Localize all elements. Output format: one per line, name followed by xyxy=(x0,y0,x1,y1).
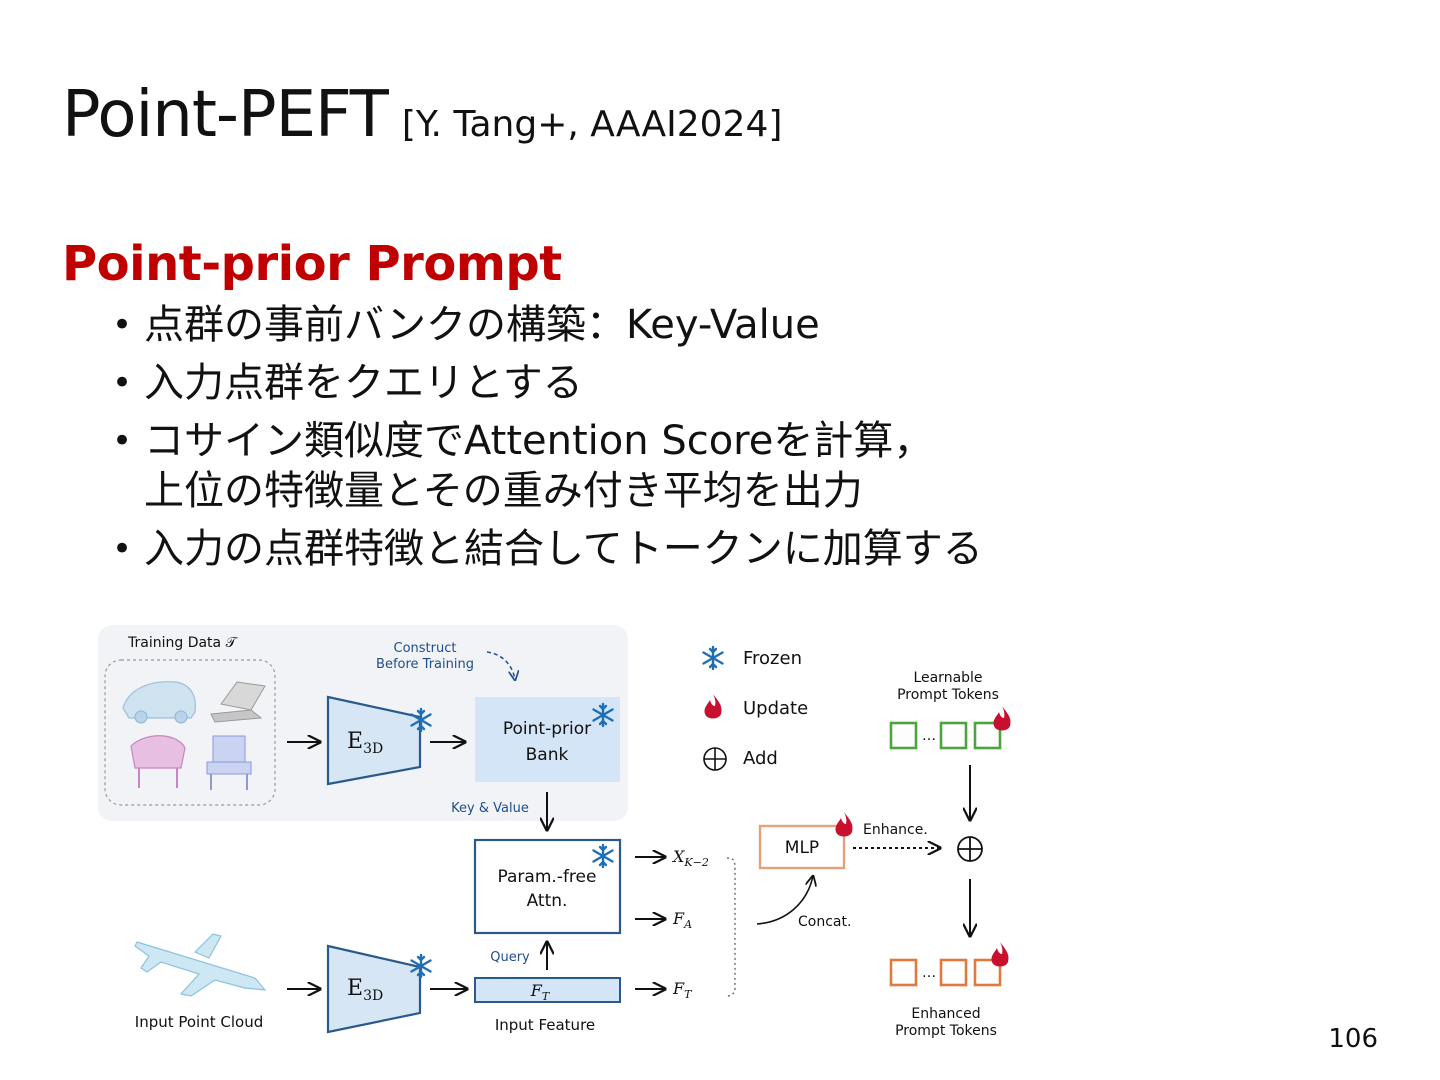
legend-add-label: Add xyxy=(743,748,778,769)
piano-pointcloud-icon xyxy=(130,735,186,788)
legend-add-icon xyxy=(703,747,727,771)
bullet-dot-icon: • xyxy=(112,421,133,461)
input-feature-symbol: FT xyxy=(530,981,551,1003)
bullet-item: • コサイン類似度でAttention Scoreを計算， 上位の特徴量とその重… xyxy=(112,416,1212,516)
bank-label-2: Bank xyxy=(526,745,569,765)
input-point-cloud-label: Input Point Cloud xyxy=(135,1013,263,1031)
output-fa-symbol: FA xyxy=(672,909,692,931)
param-free-attention-box xyxy=(473,838,622,935)
enhanced-token xyxy=(889,958,918,987)
key-value-label: Key & Value xyxy=(451,801,529,816)
learnable-token xyxy=(973,721,1002,750)
enhanced-token xyxy=(973,958,1002,987)
construct-label: Construct xyxy=(394,641,457,656)
query-label: Query xyxy=(490,950,530,965)
attn-label-2: Attn. xyxy=(527,891,568,911)
bank-label: Point-prior xyxy=(503,719,591,739)
input-feature-bar xyxy=(474,977,621,1003)
learnable-label-2: Prompt Tokens xyxy=(897,687,999,703)
legend-flame-icon xyxy=(704,694,722,719)
title-main: Point-PEFT xyxy=(62,78,389,152)
flame-icon xyxy=(993,706,1011,731)
page-number: 106 xyxy=(1328,1024,1378,1054)
learnable-token xyxy=(939,721,968,750)
mlp-label: MLP xyxy=(785,838,819,858)
bullet-text: 入力点群をクエリとする xyxy=(144,360,583,406)
section-heading: Point-prior Prompt xyxy=(62,236,562,292)
output-xk-symbol: XK−2 xyxy=(671,847,709,869)
airplane-pointcloud-icon xyxy=(134,933,267,997)
encoder-top-label: E3D xyxy=(347,729,383,757)
enhanced-label-2: Prompt Tokens xyxy=(895,1023,997,1039)
concat-label: Concat. xyxy=(798,914,851,930)
legend-frozen-label: Frozen xyxy=(743,648,802,669)
encoder-top xyxy=(326,695,422,786)
concat-arrow xyxy=(756,876,813,925)
title-citation: [Y. Tang+, AAAI2024] xyxy=(401,104,783,145)
flame-icon xyxy=(835,812,853,837)
bullet-dot-icon: • xyxy=(112,363,133,403)
enhanced-token xyxy=(939,958,968,987)
construct-arrow xyxy=(486,651,515,680)
add-symbol-icon xyxy=(957,836,983,862)
bullet-dot-icon: • xyxy=(112,305,133,345)
mlp-box xyxy=(758,824,846,870)
architecture-diagram: Training Data 𝒯 xyxy=(95,622,1095,1047)
concat-bracket xyxy=(726,857,736,997)
slide-title: Point-PEFT [Y. Tang+, AAAI2024] xyxy=(62,78,782,152)
bullet-text: 入力の点群特徴と結合してトークンに加算する xyxy=(144,526,983,572)
output-ft-symbol: FT xyxy=(672,979,693,1001)
bullet-item: • 入力の点群特徴と結合してトークンに加算する xyxy=(112,524,1212,574)
encoder-bottom xyxy=(326,944,422,1034)
bullet-text: コサイン類似度でAttention Scoreを計算， xyxy=(144,418,934,464)
training-data-label: Training Data 𝒯 xyxy=(127,635,239,651)
point-prior-bank xyxy=(475,697,620,782)
enhanced-label: Enhanced xyxy=(911,1006,980,1022)
car-pointcloud-icon xyxy=(122,681,196,724)
learnable-label: Learnable xyxy=(913,670,982,686)
enhance-label: Enhance. xyxy=(863,822,928,838)
bullet-text-line2: 上位の特徴量とその重み付き平均を出力 xyxy=(144,468,863,514)
chair-pointcloud-icon xyxy=(206,735,252,790)
bullet-item: • 点群の事前バンクの構築：Key-Value xyxy=(112,300,1212,350)
training-data-box xyxy=(104,659,276,806)
laptop-pointcloud-icon xyxy=(210,681,266,723)
attn-label: Param.-free xyxy=(498,867,597,887)
legend-update-label: Update xyxy=(743,698,808,719)
token-ellipsis: … xyxy=(922,728,936,744)
token-ellipsis: … xyxy=(922,965,936,981)
bullet-dot-icon: • xyxy=(112,529,133,569)
input-feature-label: Input Feature xyxy=(495,1016,595,1034)
legend-snowflake-icon xyxy=(702,645,724,671)
bullet-text: 点群の事前バンクの構築：Key-Value xyxy=(144,302,820,348)
learnable-token xyxy=(889,721,918,750)
construct-label-2: Before Training xyxy=(376,657,474,672)
encoder-bottom-label: E3D xyxy=(347,976,383,1004)
bullet-item: • 入力点群をクエリとする xyxy=(112,358,1212,408)
bullet-list: • 点群の事前バンクの構築：Key-Value • 入力点群をクエリとする • … xyxy=(112,300,1212,582)
flame-icon xyxy=(991,942,1009,967)
